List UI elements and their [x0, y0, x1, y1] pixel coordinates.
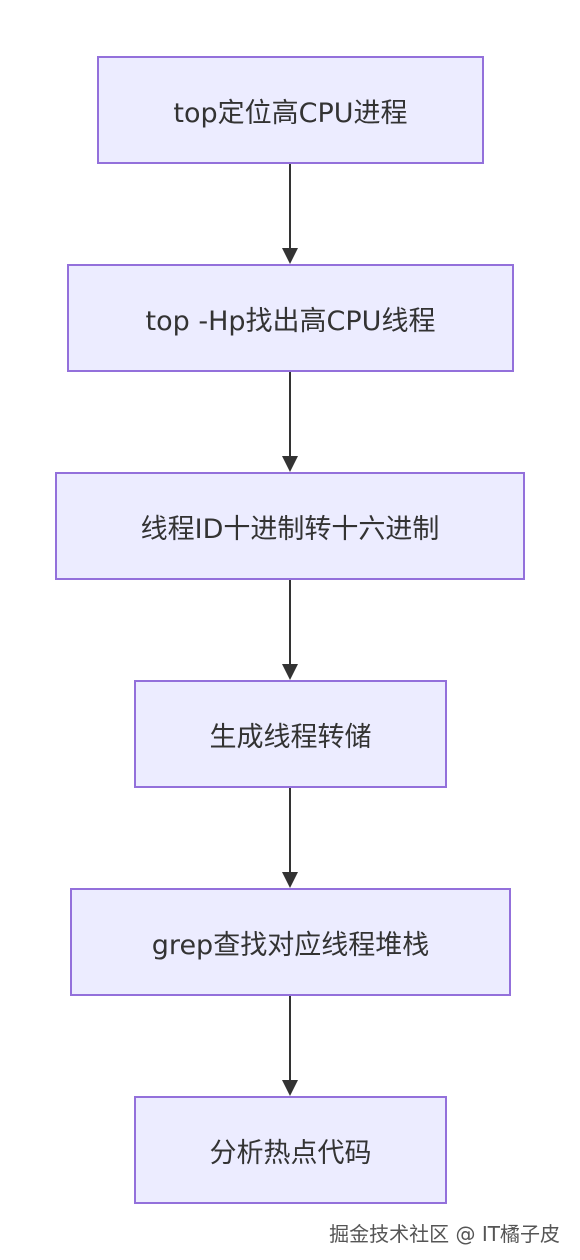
flow-node-label: 生成线程转储: [209, 721, 372, 753]
flow-node-label: 线程ID十进制转十六进制: [140, 513, 440, 545]
flow-node-top-locate-process: top定位高CPU进程: [97, 56, 484, 164]
flow-node-label: 分析热点代码: [209, 1137, 372, 1169]
flow-node-generate-thread-dump: 生成线程转储: [134, 680, 447, 788]
flow-node-convert-thread-id-hex: 线程ID十进制转十六进制: [55, 472, 525, 580]
flow-node-grep-thread-stack: grep查找对应线程堆栈: [70, 888, 511, 996]
flow-node-label: grep查找对应线程堆栈: [151, 929, 430, 961]
watermark-text: 掘金技术社区 @ IT橘子皮: [329, 1222, 560, 1246]
flow-node-label: top定位高CPU进程: [173, 97, 408, 129]
flow-node-label: top -Hp找出高CPU线程: [145, 305, 436, 337]
flow-node-top-hp-find-thread: top -Hp找出高CPU线程: [67, 264, 514, 372]
flow-node-analyze-hot-code: 分析热点代码: [134, 1096, 447, 1204]
